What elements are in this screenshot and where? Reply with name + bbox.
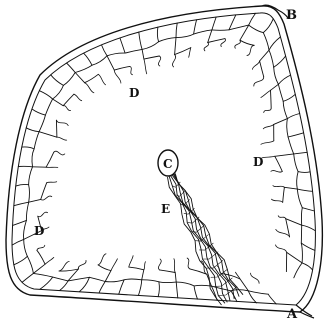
label-A: A <box>286 307 298 322</box>
label-D-right: D <box>253 155 263 169</box>
petiole-B <box>262 5 288 18</box>
label-D-left: D <box>34 224 44 238</box>
label-D-top: D <box>129 86 139 100</box>
label-B: B <box>286 8 297 23</box>
label-C: C <box>163 157 173 171</box>
label-E: E <box>161 202 170 216</box>
